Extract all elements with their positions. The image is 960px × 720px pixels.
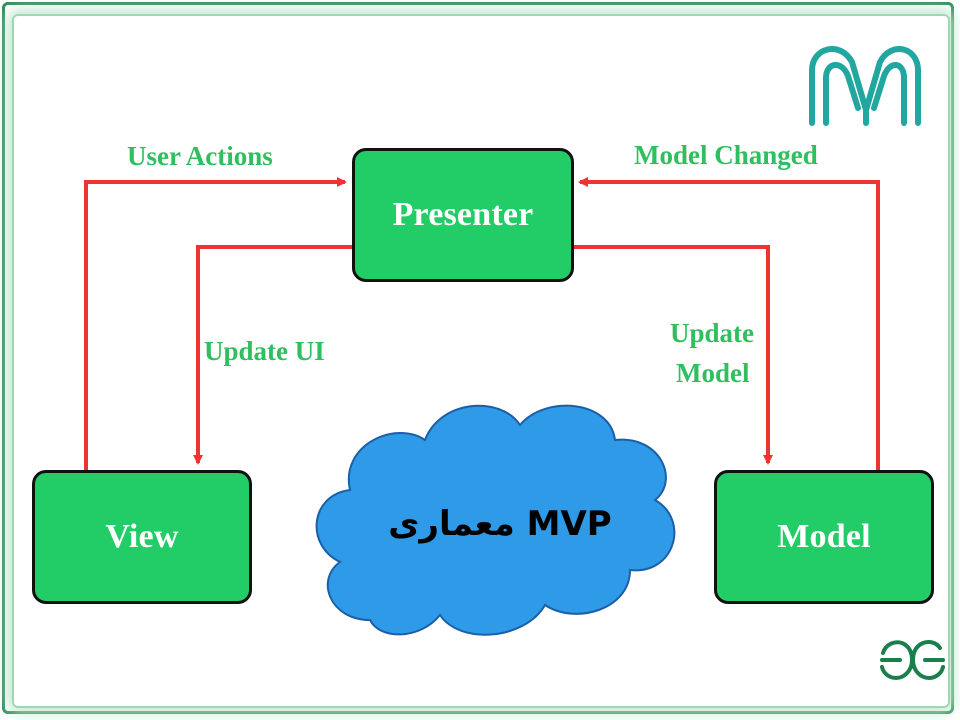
view-label: View <box>105 518 179 555</box>
model-label: Model <box>777 518 871 555</box>
arrow-update-ui <box>193 245 353 465</box>
cloud-shape <box>315 404 676 636</box>
arrow-update-model <box>573 245 773 465</box>
label-model-changed: Model Changed <box>634 140 818 170</box>
label-user-actions: User Actions <box>127 141 273 171</box>
arrow-model-changed <box>578 177 880 470</box>
inner-frame <box>12 14 950 708</box>
presenter-node: Presenter <box>352 148 574 282</box>
label-update-model-line1: Update <box>670 318 755 348</box>
model-node: Model <box>714 470 934 604</box>
cloud-title: معماری MVP <box>388 504 612 544</box>
label-update-model-line2: Model <box>676 358 750 388</box>
view-node: View <box>32 470 252 604</box>
label-update-ui: Update UI <box>204 336 325 366</box>
book-logo-icon <box>809 46 921 126</box>
presenter-label: Presenter <box>392 196 534 233</box>
arrow-user-actions <box>84 177 347 470</box>
gg-logo-icon <box>880 640 945 681</box>
